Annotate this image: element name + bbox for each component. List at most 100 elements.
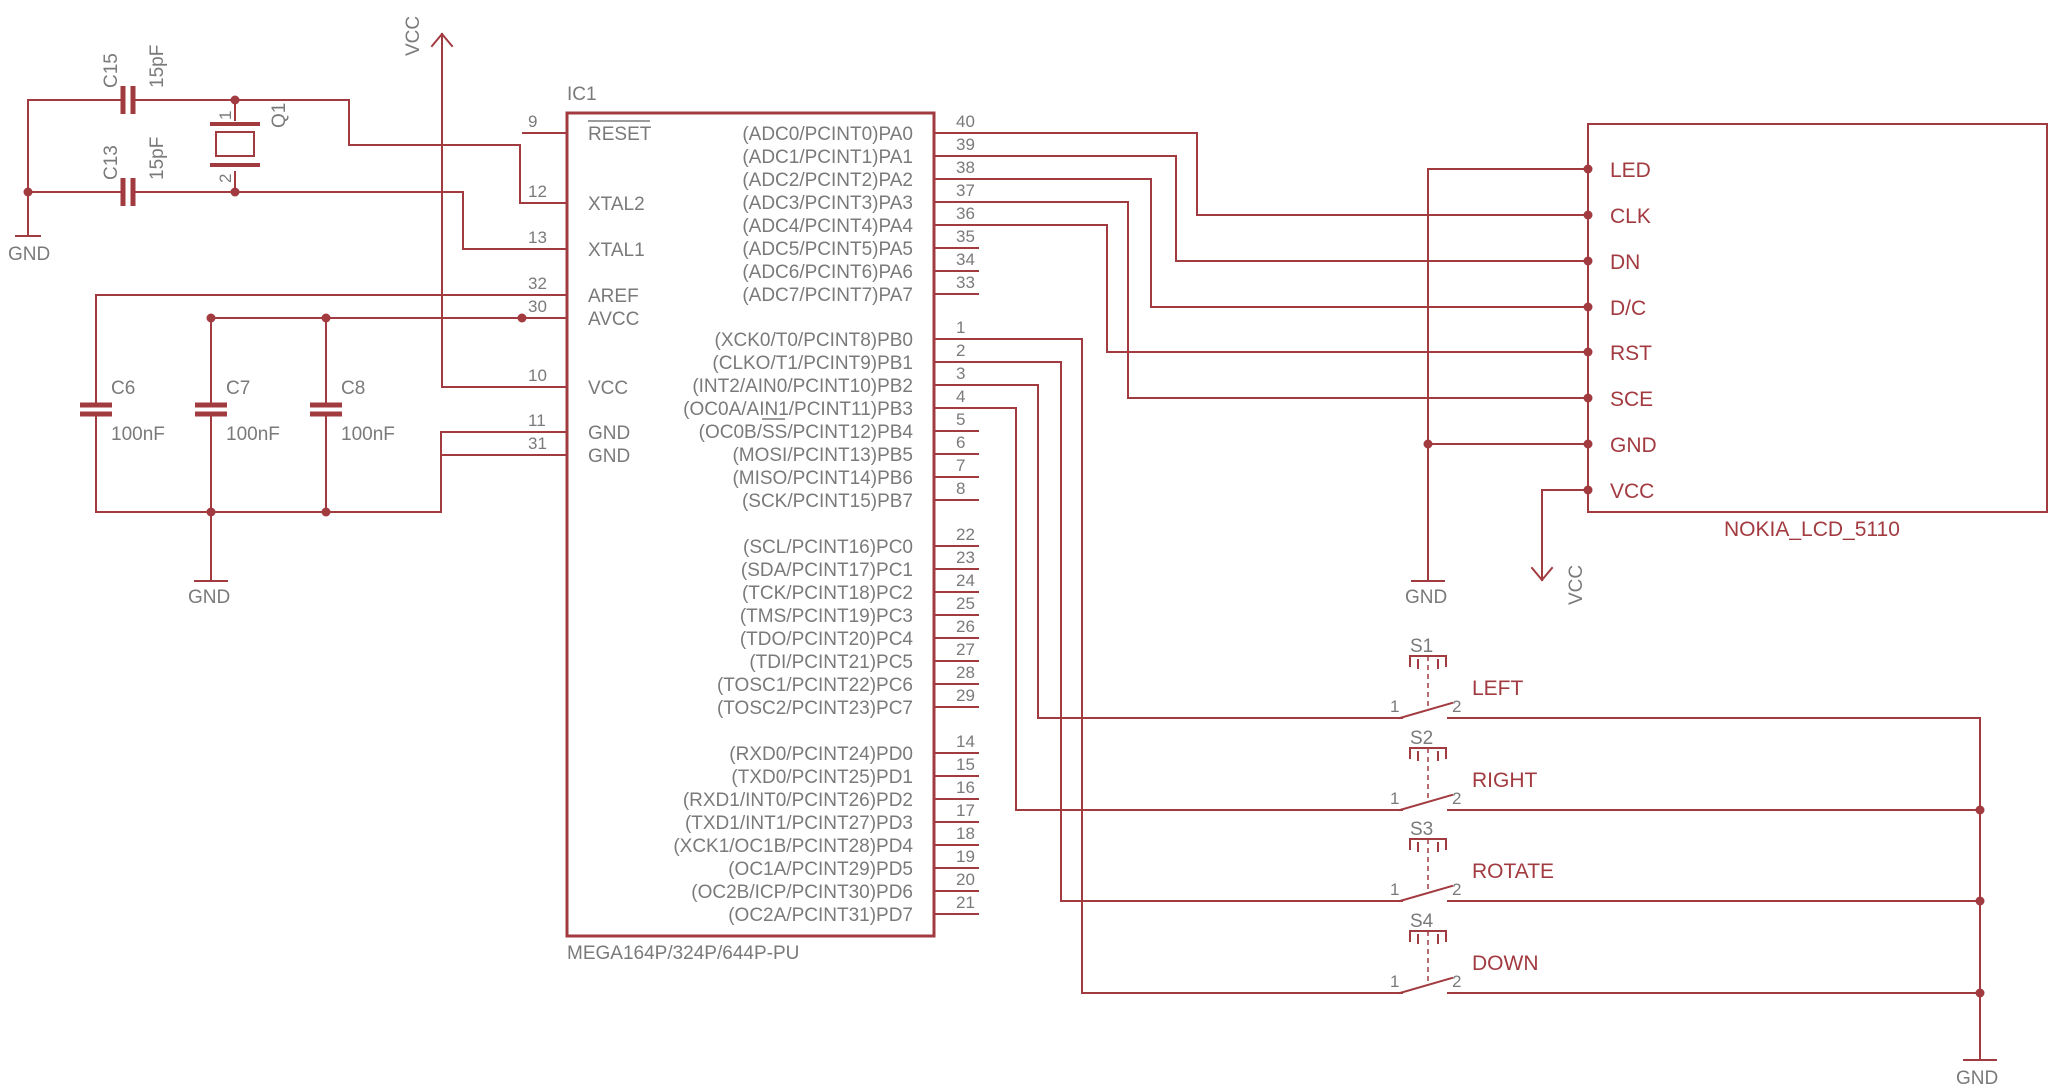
ic-pin-number: 32 [528, 274, 547, 293]
ic-right-pin: 16(RXD1/INT0/PCINT26)PD2 [683, 778, 979, 811]
c7-value: 100nF [226, 424, 280, 445]
ic-pin-name: (TOSC2/PCINT23)PC7 [717, 698, 913, 719]
ic-pin-number: 34 [956, 250, 975, 269]
ic-pin-name: (OC2A/PCINT31)PD7 [728, 905, 913, 926]
ic-pin-number: 33 [956, 273, 975, 292]
lcd-signal-wires [933, 132, 1589, 399]
ic-pin-name: (TCK/PCINT18)PC2 [742, 583, 913, 604]
ic-right-pin: 22(SCL/PCINT16)PC0 [743, 525, 979, 558]
lcd-vcc-wire [1541, 489, 1589, 581]
switch-pin-2: 2 [1452, 697, 1461, 716]
ic-right-pin: 37 (ADC3/PCINT3)PA3 [742, 181, 979, 214]
ic1-ref: IC1 [567, 84, 597, 105]
ic-pin-number: 27 [956, 640, 975, 659]
ic-pin-number: 10 [528, 366, 547, 385]
ic-pin-number: 37 [956, 181, 975, 200]
switch-label: LEFT [1472, 677, 1524, 700]
lcd-name: NOKIA_LCD_5110 [1724, 518, 1900, 541]
ic-pin-name: AVCC [588, 309, 639, 330]
c6-value: 100nF [111, 424, 165, 445]
wire-pa0-clk [933, 132, 1589, 216]
wire-pa1-dn [933, 155, 1589, 262]
ic1: IC1 MEGA164P/324P/644P-PU 9RESET12XTAL21… [522, 84, 979, 964]
ic-right-pin: 33(ADC7/PCINT7)PA7 [742, 273, 979, 306]
ic-pin-name: (ADC3/PCINT3)PA3 [742, 193, 913, 214]
lcd-pin: LED [1583, 159, 1651, 182]
lcd-pin-label: SCE [1610, 388, 1653, 411]
switch-pin-2: 2 [1452, 880, 1461, 899]
ic-pin-number: 7 [956, 456, 965, 475]
lcd-pin-label: GND [1610, 434, 1657, 457]
lcd-pin: GND [1583, 434, 1657, 457]
ic-pin-name: (ADC0/PCINT0)PA0 [742, 124, 913, 145]
ic-pin-name: XTAL2 [588, 194, 645, 215]
c13-value: 15pF [147, 137, 168, 180]
ic-pin-name: (TDI/PCINT21)PC5 [749, 652, 913, 673]
ic-right-pin: 1(XCK0/T0/PCINT8)PB0 [715, 318, 979, 351]
ic-right-pin: 28 (TOSC1/PCINT22)PC6 [717, 663, 979, 696]
ic-pin-name: RESET [588, 124, 652, 145]
ic-pin-number: 6 [956, 433, 965, 452]
c7-ref: C7 [226, 378, 250, 399]
switch-pin-2: 2 [1452, 972, 1461, 991]
ic-right-pin: 40(ADC0/PCINT0)PA0 [742, 112, 979, 145]
wire-pa2-dc [933, 178, 1589, 308]
ic-pin-name: (OC0B/SS/PCINT12)PB4 [699, 422, 914, 443]
capacitor-c13: C13 15pF [101, 137, 168, 206]
gnd-label-lcd: GND [1405, 587, 1447, 608]
c6-ref: C6 [111, 378, 135, 399]
ic-pin-number: 5 [956, 410, 965, 429]
ic-right-pin: 8(SCK/PCINT15)PB7 [742, 479, 979, 512]
ic-pin-name: (OC0A/AIN1/PCINT11)PB3 [683, 399, 913, 420]
ic-right-pin: 26(TDO/PCINT20)PC4 [740, 617, 979, 650]
ic-pin-name: GND [588, 423, 630, 444]
wire-pb1-rotate [933, 361, 1401, 902]
ic-right-pin: 6(MOSI/PCINT13)PB5 [732, 433, 979, 466]
ic-pin-number: 28 [956, 663, 975, 682]
switch-pin-1: 1 [1390, 972, 1399, 991]
vcc-label-top: VCC [403, 16, 424, 56]
ic-pin-number: 21 [956, 893, 975, 912]
ic-pin-number: 31 [528, 434, 547, 453]
ic-pin-name: (TXD0/PCINT25)PD1 [731, 767, 913, 788]
c8-ref: C8 [341, 378, 365, 399]
ic-pin-number: 17 [956, 801, 975, 820]
ic-right-pin: 5 (OC0B/SS/PCINT12)PB4 [699, 410, 979, 443]
ic-pin-number: 4 [956, 387, 965, 406]
ic-pin-number: 14 [956, 732, 975, 751]
ic-right-pin: 17(TXD1/INT1/PCINT27)PD3 [685, 801, 979, 834]
lcd-pin-label: RST [1610, 342, 1652, 365]
lcd-pin-label: LED [1610, 159, 1651, 182]
capacitor-c15: C15 15pF [101, 45, 168, 114]
q1-ref: Q1 [269, 103, 290, 128]
lcd-pin-label: VCC [1610, 480, 1654, 503]
ic-pin-number: 15 [956, 755, 975, 774]
ic-pin-number: 23 [956, 548, 975, 567]
ic-right-pin: 34(ADC6/PCINT6)PA6 [742, 250, 979, 283]
ic-pin-name: (TDO/PCINT20)PC4 [740, 629, 914, 650]
ic-pin-number: 12 [528, 182, 547, 201]
ic-pin-name: (TOSC1/PCINT22)PC6 [717, 675, 913, 696]
wire-pa4-rst [933, 224, 1589, 353]
wire-pb2-left [933, 384, 1401, 719]
ic-pin-name: (CLKO/T1/PCINT9)PB1 [712, 353, 913, 374]
ic-right-pin: 14(RXD0/PCINT24)PD0 [729, 732, 979, 765]
switch-label: RIGHT [1472, 769, 1538, 792]
wire-pb0-down [933, 338, 1401, 994]
ic-pin-number: 11 [528, 411, 546, 430]
c8-value: 100nF [341, 424, 395, 445]
ic-pin-name: (ADC2/PCINT2)PA2 [742, 170, 913, 191]
ic-right-pin: 25(TMS/PCINT19)PC3 [740, 594, 979, 627]
c13-ref: C13 [101, 145, 122, 180]
ic-right-pin: 29(TOSC2/PCINT23)PC7 [717, 686, 979, 719]
ic-pin-name: (INT2/AIN0/PCINT10)PB2 [692, 376, 913, 397]
ic-pin-number: 20 [956, 870, 975, 889]
ic-pin-name: XTAL1 [588, 240, 645, 261]
